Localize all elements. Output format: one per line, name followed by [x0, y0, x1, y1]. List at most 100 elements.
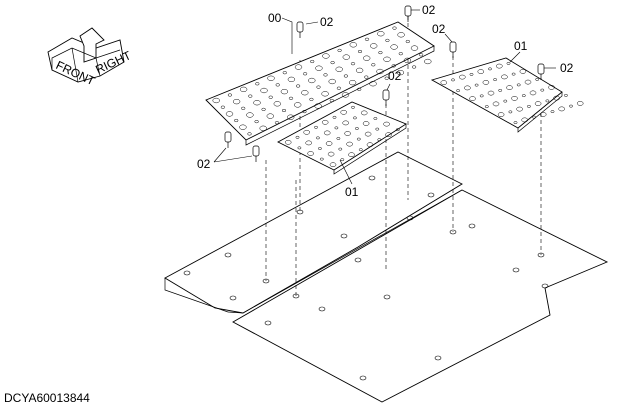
perforation-hole [456, 89, 461, 93]
perforation-hole [321, 91, 329, 97]
perforation-hole [385, 132, 392, 138]
perforation-hole [273, 101, 281, 107]
perforation-hole [383, 121, 390, 127]
perforation-hole [535, 77, 540, 81]
perforation-hole [295, 84, 301, 88]
perforation-hole [516, 106, 523, 112]
perforation-hole [294, 102, 302, 108]
perforation-hole [360, 110, 368, 116]
callout-00: 00 [268, 11, 282, 25]
callout-02-farright: 02 [560, 61, 574, 75]
perforation-hole [564, 93, 568, 97]
perforation-hole [254, 120, 259, 124]
perforation-hole [516, 83, 521, 87]
perforation-hole [532, 115, 536, 119]
perforation-hole [259, 125, 267, 131]
perforation-hole [239, 86, 248, 93]
perforation-hole [363, 55, 371, 61]
perforation-hole [325, 141, 333, 146]
perforation-hole [357, 49, 363, 54]
perforation-hole [529, 90, 537, 96]
perforation-hole [337, 48, 342, 52]
perforation-hole [397, 32, 405, 38]
callout-01-right: 01 [514, 39, 528, 53]
perforation-hole [232, 98, 241, 105]
perforation-hole [524, 79, 532, 85]
perforation-hole [385, 38, 390, 42]
perforated-plate-00 [205, 21, 435, 146]
perforation-hole [569, 104, 573, 108]
perforation-hole [398, 52, 403, 56]
perforation-hole [274, 121, 280, 125]
perforation-hole [487, 90, 495, 96]
perforation-hole [314, 103, 322, 109]
perforation-hole [511, 96, 518, 101]
bolt-left-b [252, 145, 260, 162]
perforation-hole [377, 138, 382, 142]
perforation-hole [501, 74, 508, 80]
perforation-hole [498, 88, 503, 92]
perforation-hole [424, 58, 432, 65]
perforation-hole [576, 101, 584, 106]
perforation-hole [340, 158, 345, 162]
perforation-hole [344, 131, 351, 136]
perforation-hole [334, 126, 339, 130]
perforation-hole [506, 61, 511, 65]
perforation-hole [493, 78, 498, 82]
perforation-hole [322, 53, 330, 59]
perforation-hole [391, 64, 396, 68]
perforation-hole [511, 72, 516, 76]
perforation-hole [329, 162, 337, 168]
perforation-hole [411, 65, 417, 69]
perforation-hole [294, 64, 303, 70]
perforation-hole [384, 76, 389, 80]
bolt-midright [449, 41, 457, 58]
perforation-hole [307, 151, 314, 156]
perforation-hole [212, 97, 220, 104]
perforation-hole [395, 128, 400, 132]
callout-02-midright: 02 [432, 22, 446, 36]
perforation-hole [375, 127, 380, 131]
perforation-hole [346, 141, 353, 147]
perforation-hole [336, 86, 342, 90]
perforation-hole [545, 99, 550, 103]
perforation-hole [464, 85, 471, 91]
perforation-hole [348, 152, 355, 158]
perforation-hole [309, 97, 314, 101]
perforation-hole [323, 73, 328, 77]
perforation-hole [364, 37, 370, 41]
perforation-hole [479, 94, 484, 98]
perforation-hole [247, 132, 252, 136]
perforation-hole [288, 96, 294, 100]
perforation-hole [348, 79, 357, 86]
perforation-hole [392, 26, 397, 30]
perforation-hole [281, 108, 287, 113]
perforation-hole [503, 99, 508, 103]
callout-02-left: 02 [197, 157, 211, 171]
perforation-hole [521, 117, 528, 123]
perforation-hole [220, 105, 226, 109]
perforation-hole [405, 39, 410, 44]
perforation-hole [287, 76, 296, 83]
perforation-hole [314, 125, 318, 129]
perforation-hole [366, 142, 374, 148]
perforation-hole [364, 75, 369, 79]
floor-plate-holes [183, 175, 549, 381]
perforation-hole [355, 67, 364, 74]
perforation-hole [323, 130, 331, 136]
perforation-hole [553, 95, 560, 101]
perforation-hole [353, 116, 357, 120]
perforation-hole [280, 88, 289, 95]
floor-plate [164, 151, 609, 403]
perforation-hole [338, 147, 343, 151]
perforation-hole [302, 72, 308, 76]
perforation-hole [383, 56, 391, 62]
perforation-hole [506, 85, 513, 90]
perforation-hole [227, 93, 233, 97]
perforation-hole [390, 44, 398, 50]
perforation-hole [527, 104, 531, 108]
perforated-plate-01-right [430, 57, 584, 133]
perforation-hole [378, 51, 383, 55]
